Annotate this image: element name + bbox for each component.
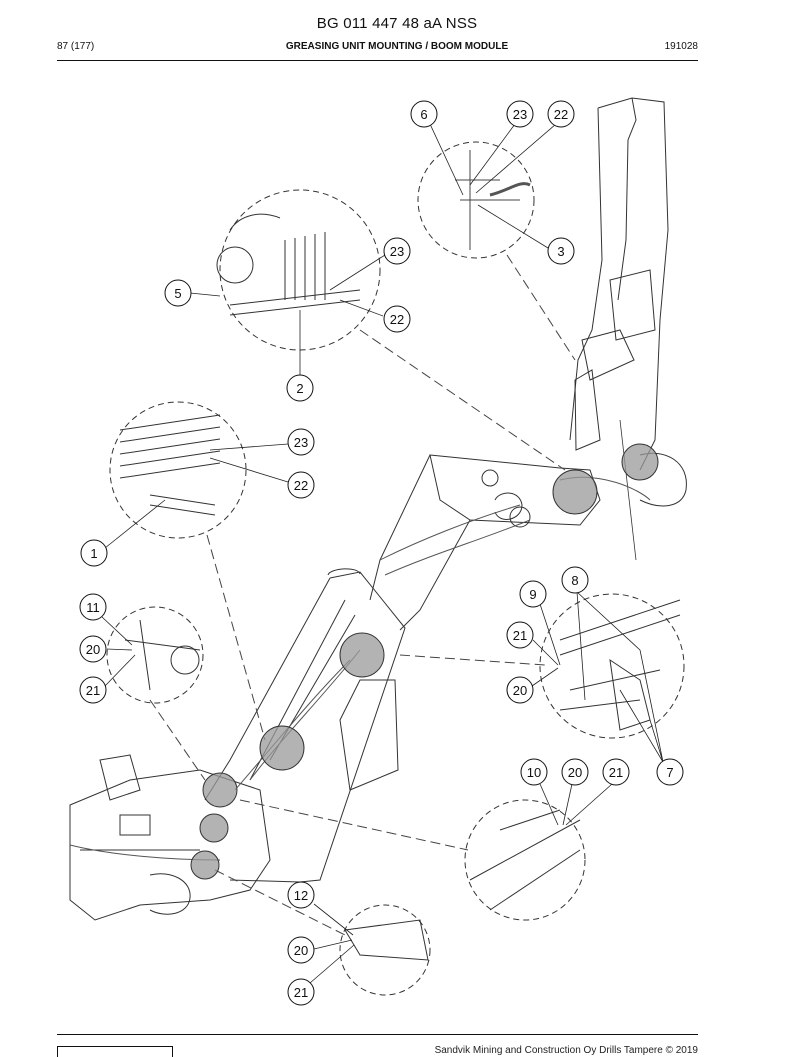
callout-9: 9 — [519, 580, 547, 608]
svg-text:21: 21 — [609, 765, 623, 780]
svg-text:12: 12 — [294, 888, 308, 903]
callout-3: 3 — [547, 237, 575, 265]
callout-7: 7 — [656, 758, 684, 786]
svg-text:10: 10 — [527, 765, 541, 780]
svg-text:22: 22 — [294, 478, 308, 493]
callout-21-bottom: 21 — [287, 978, 315, 1006]
svg-text:8: 8 — [571, 573, 578, 588]
footer-copyright: Sandvik Mining and Construction Oy Drill… — [434, 1045, 698, 1056]
svg-text:11: 11 — [86, 600, 100, 615]
callout-20-lower-right: 20 — [561, 758, 589, 786]
callout-20-right: 20 — [506, 676, 534, 704]
boom-base — [69, 769, 271, 921]
svg-text:20: 20 — [568, 765, 582, 780]
callout-21-left: 21 — [79, 676, 107, 704]
svg-text:21: 21 — [294, 985, 308, 1000]
svg-text:20: 20 — [294, 943, 308, 958]
svg-text:23: 23 — [513, 107, 527, 122]
callout-20-bottom: 20 — [287, 936, 315, 964]
boom-upper-beam — [429, 454, 601, 526]
svg-text:6: 6 — [420, 107, 427, 122]
svg-text:22: 22 — [554, 107, 568, 122]
callout-22-top: 22 — [547, 100, 575, 128]
callout-5: 5 — [164, 279, 192, 307]
document-code: BG 011 447 48 aA NSS — [316, 15, 478, 32]
boom-tower-outline — [597, 97, 669, 471]
callout-22-middle-left: 22 — [287, 471, 315, 499]
svg-text:20: 20 — [513, 683, 527, 698]
svg-text:22: 22 — [390, 312, 404, 327]
boom-main-arm — [229, 571, 406, 883]
svg-text:5: 5 — [174, 286, 181, 301]
callout-6: 6 — [410, 100, 438, 128]
callout-21-right: 21 — [506, 621, 534, 649]
svg-text:1: 1 — [90, 546, 97, 561]
callout-22-upper-left: 22 — [383, 305, 411, 333]
date-code: 191028 — [664, 41, 698, 52]
footer-rule — [57, 1034, 698, 1035]
svg-text:9: 9 — [529, 587, 536, 602]
svg-text:3: 3 — [557, 244, 564, 259]
svg-text:20: 20 — [86, 642, 100, 657]
svg-text:23: 23 — [294, 435, 308, 450]
svg-text:21: 21 — [513, 628, 527, 643]
callout-23-middle-left: 23 — [287, 428, 315, 456]
callout-8: 8 — [561, 566, 589, 594]
callout-12: 12 — [287, 881, 315, 909]
callout-20-left: 20 — [79, 635, 107, 663]
sandvik-logo — [57, 1046, 173, 1057]
svg-text:2: 2 — [296, 381, 303, 396]
svg-text:23: 23 — [390, 244, 404, 259]
svg-text:21: 21 — [86, 683, 100, 698]
callout-2: 2 — [286, 374, 314, 402]
callout-1: 1 — [80, 539, 108, 567]
callout-23-upper-left: 23 — [383, 237, 411, 265]
header-rule — [57, 60, 698, 61]
callout-21-lower-right: 21 — [602, 758, 630, 786]
callout-23-top: 23 — [506, 100, 534, 128]
svg-text:7: 7 — [666, 765, 673, 780]
section-title: GREASING UNIT MOUNTING / BOOM MODULE — [285, 41, 509, 52]
callout-10: 10 — [520, 758, 548, 786]
page-reference: 87 (177) — [57, 41, 95, 52]
callout-11: 11 — [79, 593, 107, 621]
